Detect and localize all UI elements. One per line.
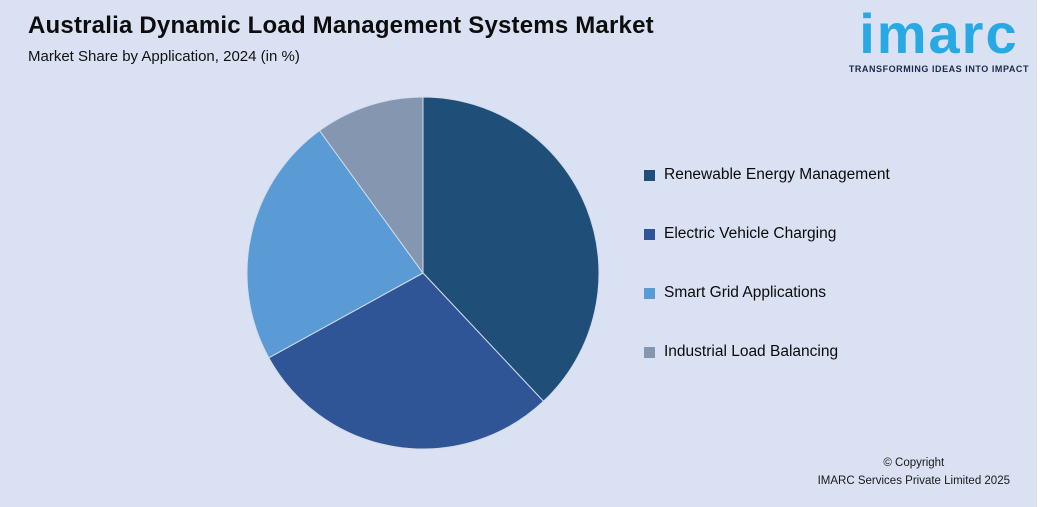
legend-item-industrial-load-balancing: Industrial Load Balancing xyxy=(644,343,890,361)
pie-slice-smart-grid-applications xyxy=(246,130,424,359)
legend-swatch-icon xyxy=(644,169,655,181)
legend-label: Electric Vehicle Charging xyxy=(664,225,837,242)
copyright-line1: © Copyright xyxy=(883,457,945,470)
legend-label: Smart Grid Applications xyxy=(664,284,826,301)
pie-slice-electric-vehicle-charging xyxy=(268,272,544,450)
legend-swatch-icon xyxy=(644,287,655,299)
pie-chart xyxy=(246,96,600,450)
right-margin-strip xyxy=(1037,0,1043,507)
legend-label: Industrial Load Balancing xyxy=(664,343,839,360)
pie-slice-industrial-load-balancing xyxy=(319,96,424,274)
imarc-logo: imarc TRANSFORMING IDEAS INTO IMPACT xyxy=(848,2,1029,75)
legend-label: Renewable Energy Management xyxy=(664,166,890,183)
legend-swatch-icon xyxy=(644,228,655,240)
legend-item-smart-grid-applications: Smart Grid Applications xyxy=(644,284,890,302)
pie-slice-renewable-energy-management xyxy=(422,96,600,402)
copyright-line2: IMARC Services Private Limited 2025 xyxy=(817,475,1010,488)
page-title: Australia Dynamic Load Management System… xyxy=(28,12,654,39)
legend-swatch-icon xyxy=(644,346,655,358)
page-subtitle: Market Share by Application, 2024 (in %) xyxy=(28,48,300,65)
imarc-wordmark: imarc xyxy=(859,2,1019,65)
legend-item-electric-vehicle-charging: Electric Vehicle Charging xyxy=(644,225,890,243)
legend-item-renewable-energy-management: Renewable Energy Management xyxy=(644,166,890,184)
imarc-tagline: TRANSFORMING IDEAS INTO IMPACT xyxy=(848,64,1029,74)
copyright: © Copyright IMARC Services Private Limit… xyxy=(818,455,1010,491)
